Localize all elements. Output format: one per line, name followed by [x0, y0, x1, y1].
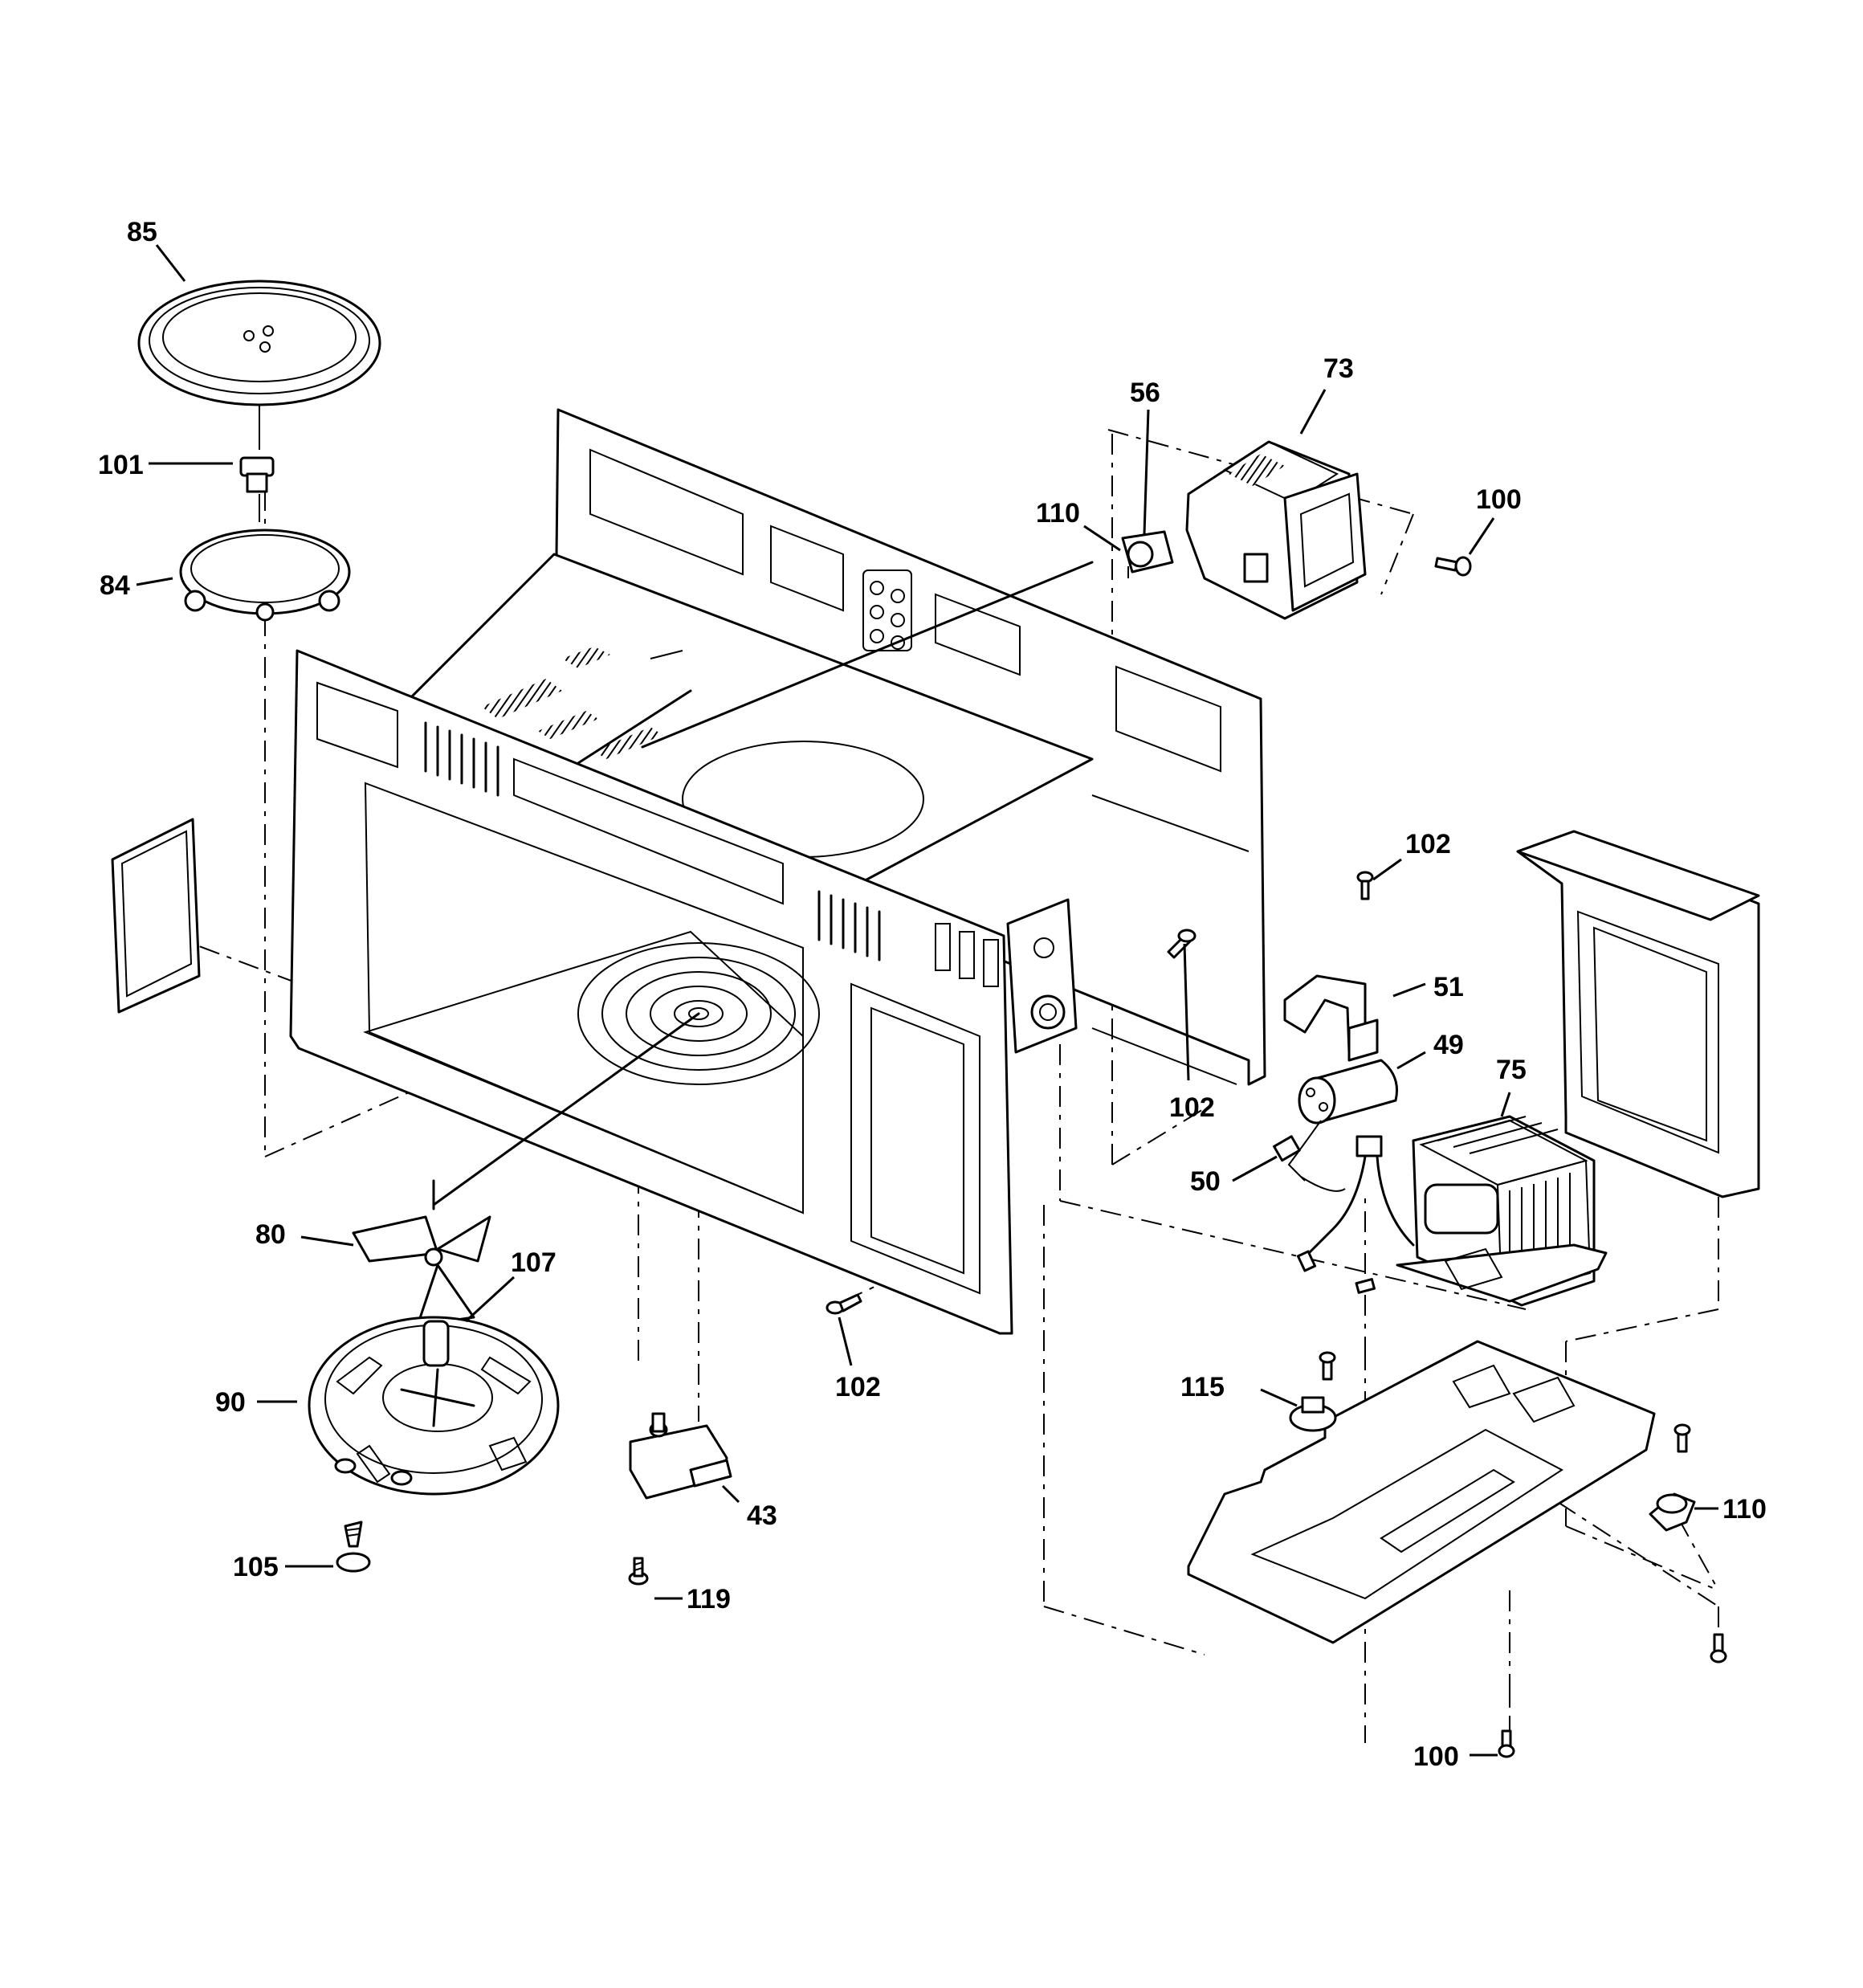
part-label-56: 56 [1130, 378, 1160, 408]
part-label-110-top: 110 [1036, 498, 1080, 529]
part-label-110-bottom: 110 [1722, 1494, 1767, 1525]
part-label-102-mid: 102 [1169, 1092, 1215, 1123]
stirrer-cover [308, 1316, 560, 1496]
base-screws [1498, 1633, 1727, 1758]
cavity-front-frame [289, 649, 1078, 1335]
frame-screw-bottom [826, 1293, 862, 1315]
part-label-80: 80 [255, 1219, 286, 1250]
front-frame-vents [424, 721, 881, 961]
roller-ring [179, 529, 351, 622]
part-label-50: 50 [1190, 1166, 1221, 1197]
turntable-tray [137, 280, 381, 406]
part-label-119: 119 [687, 1584, 731, 1614]
magnetron-thermostat [1121, 530, 1174, 578]
base-plate [1187, 1340, 1656, 1644]
part-label-84: 84 [100, 570, 130, 601]
part-label-100-bottom: 100 [1413, 1741, 1459, 1772]
part-label-85: 85 [127, 217, 157, 247]
cavity-floor [363, 930, 820, 1214]
part-label-107: 107 [511, 1247, 556, 1278]
part-label-51: 51 [1433, 972, 1464, 1002]
thermal-cutout [1289, 1351, 1337, 1432]
part-label-49: 49 [1433, 1030, 1464, 1060]
stirrer-screw [336, 1521, 371, 1573]
magnetron-screw [1434, 556, 1472, 577]
frame-screw-middle [1167, 929, 1196, 959]
part-label-115: 115 [1180, 1372, 1225, 1402]
part-label-105: 105 [233, 1552, 279, 1582]
hv-diode-wiring [1273, 1120, 1415, 1294]
leader-lines [136, 244, 1718, 1757]
magnetron [1185, 440, 1367, 620]
stirrer-fan [352, 1179, 491, 1327]
bracket-screw [1356, 871, 1374, 900]
side-cover [1516, 830, 1760, 1198]
part-label-100-top: 100 [1476, 484, 1522, 515]
turntable-motor [629, 1412, 732, 1500]
side-panel [111, 818, 201, 1014]
capacitor-bracket [1283, 974, 1379, 1062]
hv-capacitor [1298, 1059, 1398, 1125]
part-label-102-bottom: 102 [835, 1372, 881, 1402]
part-number-labels: 85 101 84 56 73 110 100 102 51 49 75 50 … [98, 217, 1767, 1772]
part-label-43: 43 [747, 1500, 777, 1531]
part-label-73: 73 [1323, 353, 1354, 384]
motor-screw [628, 1557, 649, 1586]
base-thermostat [1649, 1423, 1696, 1532]
part-label-75: 75 [1496, 1055, 1527, 1085]
part-label-102-right: 102 [1405, 829, 1451, 859]
part-label-101: 101 [98, 450, 144, 480]
turntable-coupler [239, 406, 275, 522]
hv-transformer [1396, 1115, 1608, 1307]
part-label-90: 90 [215, 1387, 246, 1418]
